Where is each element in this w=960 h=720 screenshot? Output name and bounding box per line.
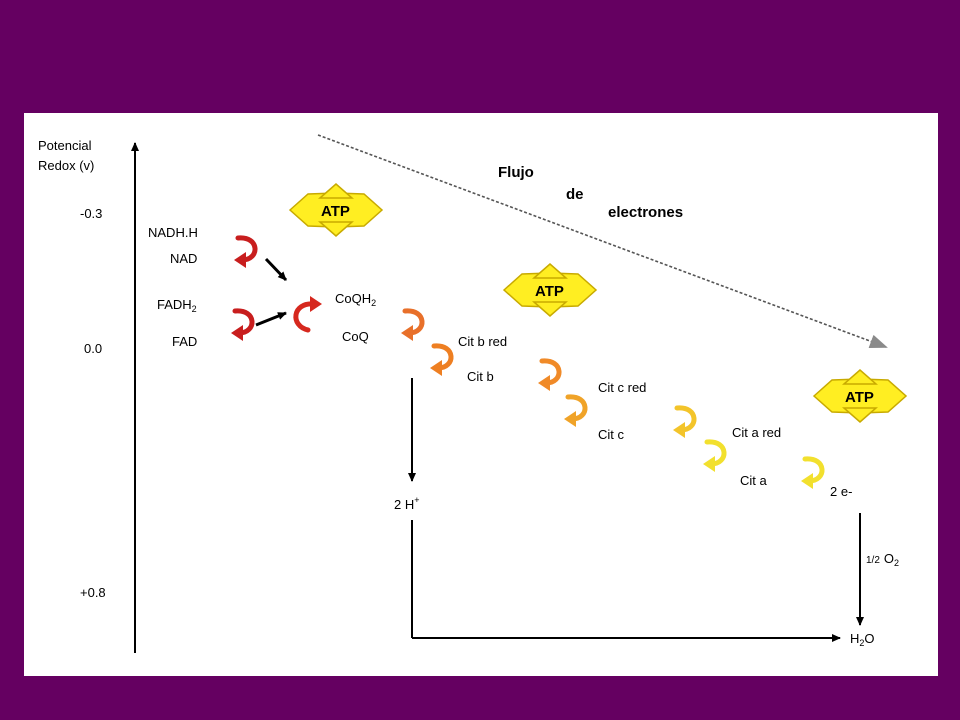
nadh-feed-arrow <box>264 257 288 282</box>
axis-title-line1: Potencial <box>38 138 92 153</box>
redox-curved-arrow <box>538 358 562 391</box>
electron-transport-diagram: Potencial Redox (v) -0.3 0.0 +0.8 Flujo … <box>38 134 908 653</box>
redox-curved-arrow <box>293 296 322 333</box>
label-nadh: NADH.H <box>148 225 198 240</box>
flow-label-de: de <box>566 186 584 203</box>
label-fadh2: FADH2 <box>157 297 197 314</box>
label-citc: Cit c <box>598 427 625 442</box>
redox-curved-arrow <box>801 456 825 489</box>
redox-curved-arrow <box>430 343 454 376</box>
label-citb-red: Cit b red <box>458 334 507 349</box>
redox-curved-arrow <box>703 439 727 472</box>
label-citb: Cit b <box>467 369 494 384</box>
redox-curved-arrow <box>564 394 588 427</box>
diagram-panel: Potencial Redox (v) -0.3 0.0 +0.8 Flujo … <box>24 113 938 676</box>
label-cita-red: Cit a red <box>732 425 781 440</box>
flow-label-electrones: electrones <box>608 204 683 221</box>
label-nad: NAD <box>170 251 197 266</box>
redox-curved-arrow <box>231 308 255 341</box>
axis-title-line2: Redox (v) <box>38 158 94 173</box>
label-citc-red: Cit c red <box>598 380 646 395</box>
label-cita: Cit a <box>740 473 768 488</box>
electron-flow-arrow <box>317 134 888 348</box>
atp-star: ATP <box>502 263 598 317</box>
axis-tick-label: 0.0 <box>84 341 102 356</box>
axis-tick-label: -0.3 <box>80 206 102 221</box>
atp-label: ATP <box>321 203 350 220</box>
atp-star: ATP <box>288 183 384 237</box>
label-coqh2: CoQH2 <box>335 291 376 308</box>
atp-label: ATP <box>535 283 564 300</box>
label-water: H2O <box>850 631 875 648</box>
redox-curved-arrow <box>234 235 258 268</box>
redox-curved-arrow <box>673 405 697 438</box>
atp-label: ATP <box>845 389 874 406</box>
label-fad: FAD <box>172 334 197 349</box>
label-coq: CoQ <box>342 329 369 344</box>
label-electrons: 2 e- <box>830 484 852 499</box>
flow-label-flujo: Flujo <box>498 164 534 181</box>
label-protons: 2 H+ <box>394 495 420 512</box>
axis-tick-label: +0.8 <box>80 585 106 600</box>
redox-curved-arrow <box>401 308 425 341</box>
atp-star: ATP <box>812 369 908 423</box>
fadh2-feed-arrow <box>255 311 287 327</box>
